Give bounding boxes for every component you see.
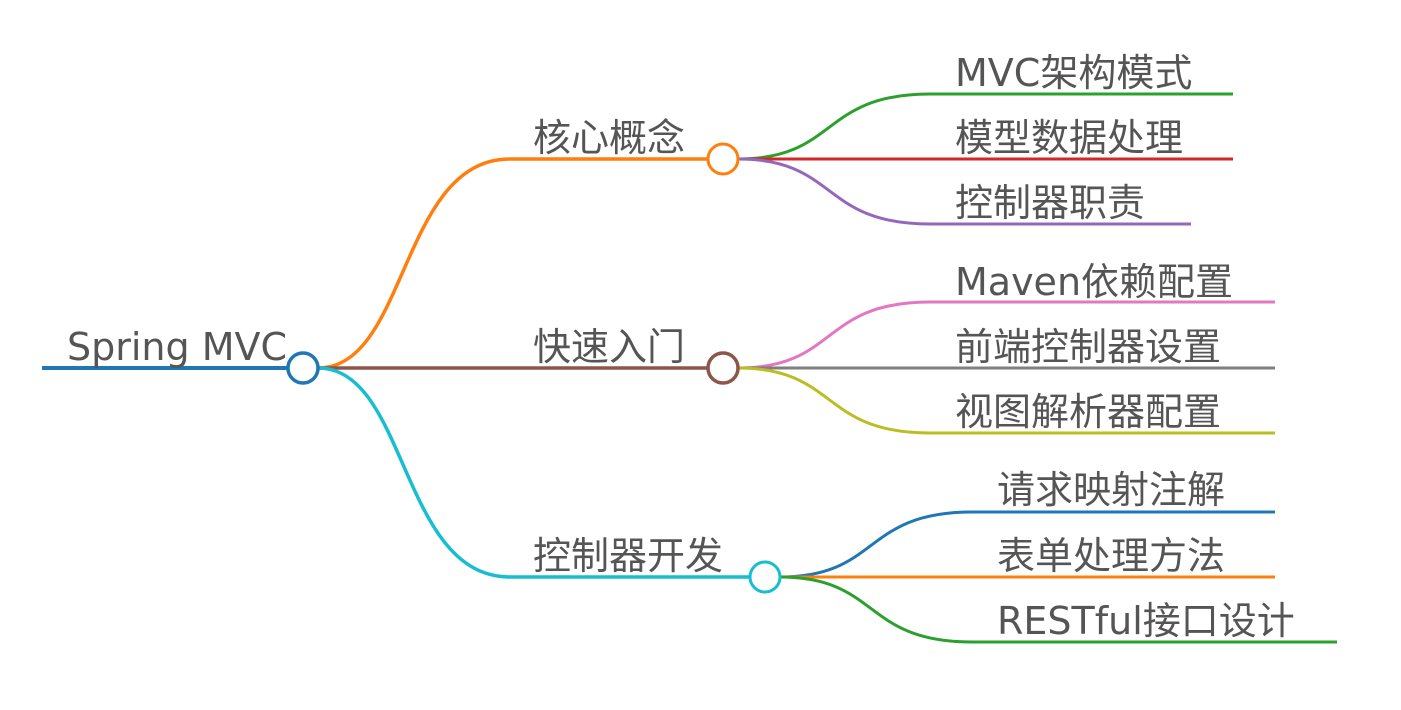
branch-node-circle[interactable]	[706, 351, 740, 385]
branch-label-core-concepts[interactable]: 核心概念	[533, 116, 685, 160]
edge-branch1-leaf3	[737, 157, 931, 226]
leaf-label[interactable]: 视图解析器配置	[955, 390, 1221, 434]
leaf-label[interactable]: MVC架构模式	[955, 51, 1192, 95]
root-label[interactable]: Spring MVC	[67, 325, 287, 369]
branch-label-controller-dev[interactable]: 控制器开发	[533, 534, 723, 578]
edge-branch2-leaf1	[737, 300, 931, 370]
leaf-label[interactable]: 模型数据处理	[955, 116, 1183, 160]
edge-branch1-leaf1	[737, 92, 931, 161]
edge-root-branch-3	[317, 366, 750, 579]
edge-branch3-leaf3	[779, 575, 973, 644]
leaf-label[interactable]: Maven依赖配置	[955, 260, 1233, 304]
root-node-circle[interactable]	[286, 351, 320, 385]
leaf-label[interactable]: RESTful接口设计	[997, 599, 1295, 643]
edges-layer	[42, 92, 1337, 644]
leaf-label[interactable]: 请求映射注解	[997, 468, 1225, 512]
edge-branch2-leaf3	[737, 366, 931, 435]
branch-label-quick-start[interactable]: 快速入门	[533, 325, 685, 369]
branch-node-circle[interactable]	[748, 560, 782, 594]
edge-branch3-leaf1	[779, 510, 973, 579]
leaf-label[interactable]: 表单处理方法	[997, 534, 1225, 578]
edge-root-branch-1	[317, 157, 708, 370]
branch-node-circle[interactable]	[706, 142, 740, 176]
leaf-label[interactable]: 前端控制器设置	[955, 325, 1221, 369]
leaf-label[interactable]: 控制器职责	[955, 181, 1145, 225]
